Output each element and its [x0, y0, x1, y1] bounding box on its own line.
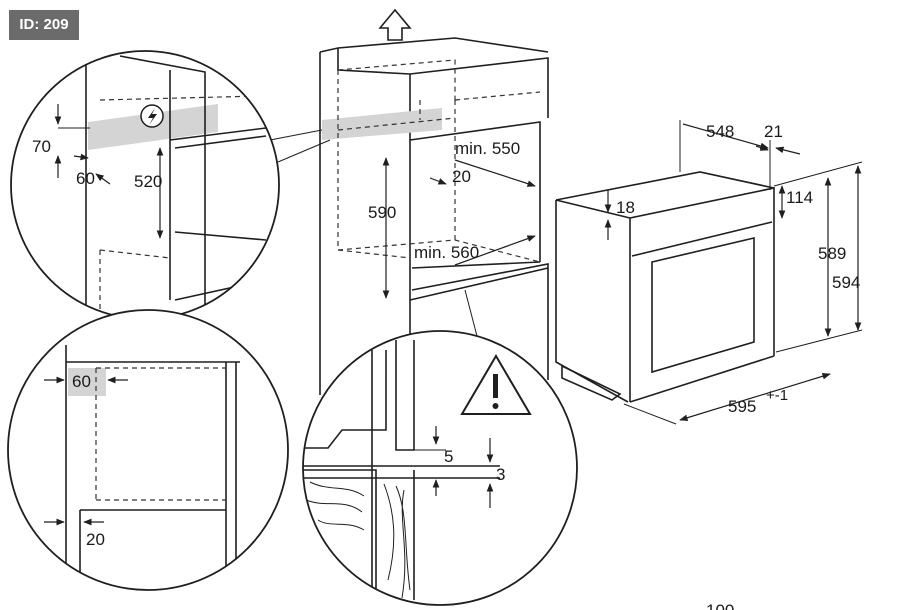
dim-548: 548 [706, 122, 734, 141]
dim-70: 70 [32, 137, 51, 156]
bottom-cut-text: 100 [706, 601, 734, 610]
dim-21: 21 [764, 122, 783, 141]
dim-520: 520 [134, 172, 162, 191]
dim-60-side: 60 [72, 372, 91, 391]
warning-triangle-icon [460, 354, 532, 415]
dim-595-tolerance: +-1 [766, 387, 788, 404]
dim-595: 595 [728, 397, 756, 416]
dim-min-550: min. 550 [455, 139, 520, 158]
dim-590: 590 [368, 203, 396, 222]
socket-zone [322, 108, 442, 140]
power-lightning-icon [140, 104, 164, 128]
dim-20-bottom: 20 [86, 530, 105, 549]
zoom-top-left: 70 60 520 [10, 50, 280, 320]
zoom-bottom-center: 5 3 [302, 330, 578, 606]
dim-60-top: 60 [76, 169, 95, 188]
dim-20-mid: 20 [452, 167, 471, 186]
dim-min-560: min. 560 [414, 243, 479, 262]
cabinet-drawing: 590 min. 550 20 min. 560 [269, 8, 549, 395]
dim-589: 589 [818, 244, 846, 263]
oven-drawing: 548 21 18 114 589 594 595 +-1 [555, 120, 863, 425]
dim-18: 18 [616, 198, 635, 217]
dim-114: 114 [786, 188, 813, 207]
id-badge: ID: 209 [9, 10, 79, 40]
dim-594: 594 [832, 273, 860, 292]
up-arrow-icon [378, 8, 412, 41]
dim-3: 3 [496, 465, 505, 484]
zoom-bottom-left: 60 20 [7, 309, 289, 591]
dim-5: 5 [444, 447, 453, 466]
